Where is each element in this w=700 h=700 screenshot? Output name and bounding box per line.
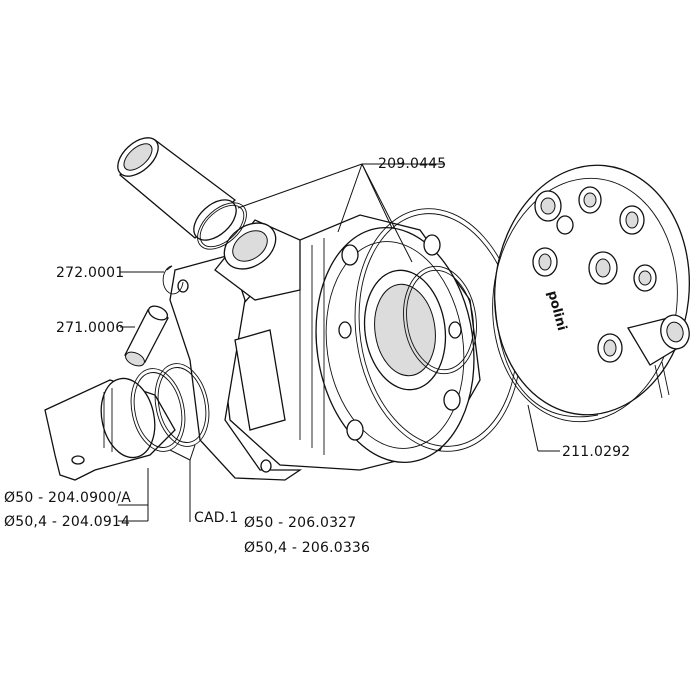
label-piston-pin: 271.0006 bbox=[56, 320, 124, 336]
circlip bbox=[162, 265, 184, 295]
cylinder-head: polini bbox=[492, 164, 690, 423]
piston-pin bbox=[124, 305, 169, 367]
leader-lines bbox=[118, 163, 560, 522]
cylinder-body bbox=[169, 214, 481, 481]
intake-pipe bbox=[117, 137, 237, 241]
piston-rings bbox=[130, 363, 210, 452]
piston bbox=[44, 377, 176, 481]
label-gasket-set: 209.0445 bbox=[378, 156, 446, 172]
label-circlip: 272.0001 bbox=[56, 265, 124, 281]
label-piston-504: Ø50,4 - 204.0914 bbox=[4, 514, 130, 530]
intake-o-ring bbox=[197, 202, 247, 250]
label-cylinder-head: 211.0292 bbox=[562, 444, 630, 460]
label-piston-50: Ø50 - 204.0900/A bbox=[4, 490, 131, 506]
label-cad: CAD.1 bbox=[194, 510, 239, 526]
label-rings-50: Ø50 - 206.0327 bbox=[244, 515, 356, 531]
label-rings-504: Ø50,4 - 206.0336 bbox=[244, 540, 370, 556]
